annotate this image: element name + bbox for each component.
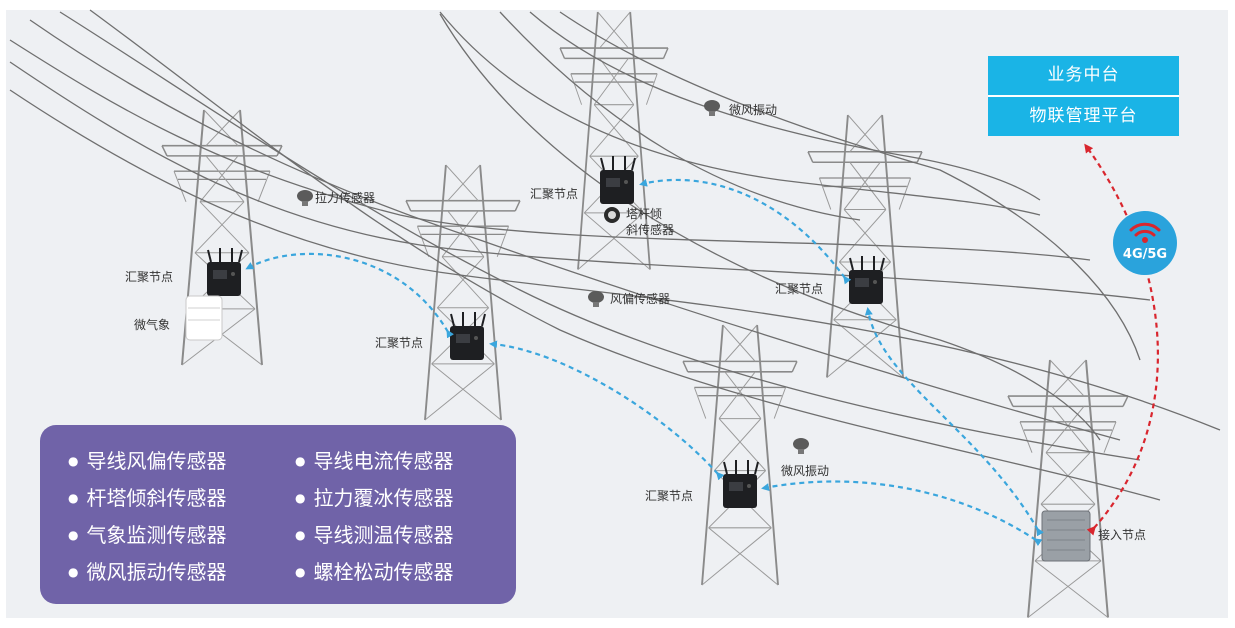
- link-right-top: [639, 178, 852, 285]
- link-access-right: [864, 307, 1044, 537]
- sensor-item: 导线测温传感器: [295, 517, 453, 554]
- sensor-item: 杆塔倾斜传感器: [68, 480, 226, 517]
- label-wind-deflection: 风偏传感器: [610, 292, 671, 306]
- label-hub-left: 汇聚节点: [125, 270, 174, 284]
- link-bottom-middle: [489, 340, 725, 481]
- network-badge-label: 4G/5G: [1122, 247, 1168, 262]
- network-badge: [1113, 211, 1177, 275]
- mesh-links: [245, 178, 1044, 547]
- link-access-bottom: [761, 480, 1043, 547]
- sensor-item: 导线风偏传感器: [68, 443, 226, 480]
- label-hub-bottom: 汇聚节点: [645, 489, 694, 503]
- label-hub-right: 汇聚节点: [775, 282, 824, 296]
- sensor-item: 拉力覆冰传感器: [295, 480, 453, 517]
- platform-top-label: 业务中台: [988, 56, 1179, 95]
- label-tension-sensor: 拉力传感器: [315, 191, 376, 205]
- sensor-item: 气象监测传感器: [68, 517, 226, 554]
- sensor-item: 螺栓松动传感器: [295, 554, 453, 591]
- sensor-list-right: 导线电流传感器 拉力覆冰传感器 导线测温传感器 螺栓松动传感器: [295, 443, 453, 591]
- uplink-to-platform: [1084, 143, 1159, 536]
- wifi-icon: [1129, 222, 1161, 237]
- sensor-list-left: 导线风偏传感器 杆塔倾斜传感器 气象监测传感器 微风振动传感器: [68, 443, 226, 591]
- sensor-item: 微风振动传感器: [68, 554, 226, 591]
- tilt-sensor: [604, 207, 620, 223]
- label-weifeng-bottom: 微风振动: [781, 464, 830, 478]
- label-access-node: 接入节点: [1098, 528, 1147, 542]
- label-weifeng-top: 微风振动: [729, 103, 778, 117]
- label-tower-tilt: 塔杆倾 斜传感器: [626, 207, 675, 237]
- platform-divider: [988, 95, 1179, 97]
- access-node-device: [1041, 510, 1091, 562]
- label-weather: 微气象: [134, 318, 171, 332]
- sensor-item: 导线电流传感器: [295, 443, 453, 480]
- platform-bottom-label: 物联管理平台: [988, 97, 1179, 136]
- label-hub-top-center: 汇聚节点: [530, 187, 579, 201]
- platform-box: 业务中台 物联管理平台: [988, 56, 1179, 136]
- sensor-list-panel: 导线风偏传感器 杆塔倾斜传感器 气象监测传感器 微风振动传感器 导线电流传感器 …: [40, 425, 516, 604]
- weather-station: [185, 295, 223, 341]
- link-middle-left: [245, 252, 454, 339]
- label-hub-middle: 汇聚节点: [375, 336, 424, 350]
